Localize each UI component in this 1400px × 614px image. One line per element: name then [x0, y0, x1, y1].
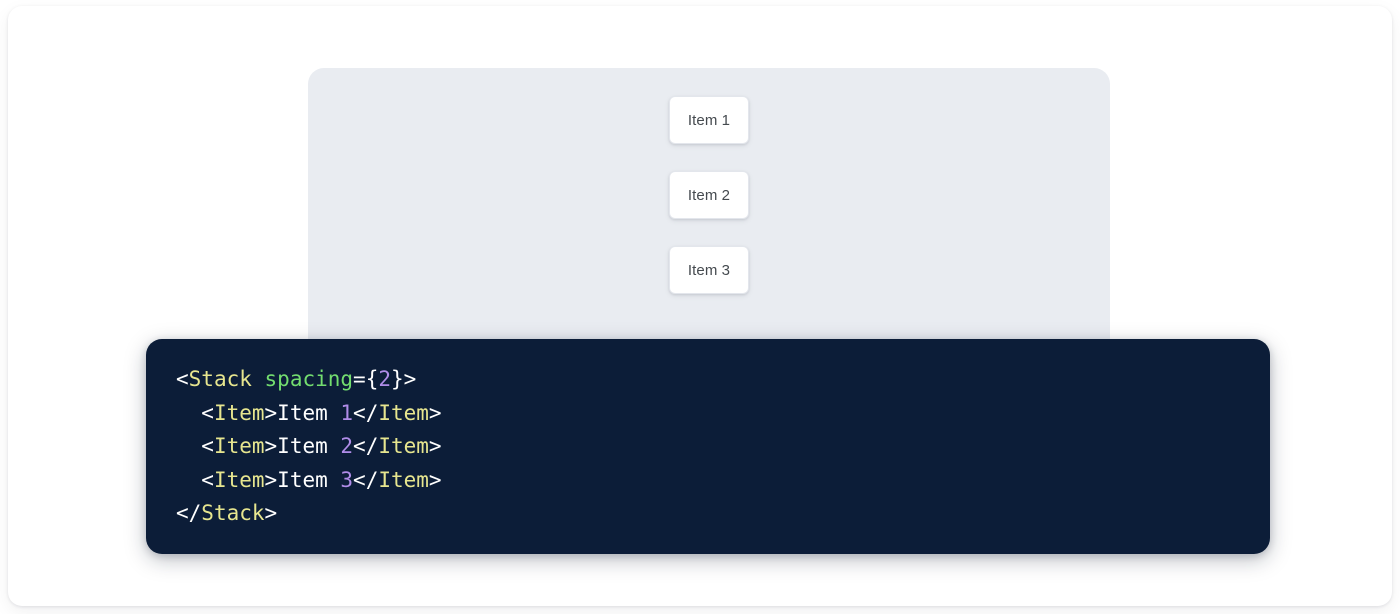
code-token-tag: Stack [201, 501, 265, 526]
code-token-text: Item [277, 400, 341, 425]
code-token-tag: Item [378, 400, 429, 425]
code-line: <Item>Item 2</Item> [176, 430, 1270, 464]
code-token-text: Item [277, 467, 341, 492]
code-token-punc: </ [176, 501, 202, 526]
code-token-num: 3 [340, 467, 354, 492]
code-token-num: 2 [340, 434, 354, 459]
stack-item[interactable]: Item 2 [669, 171, 749, 219]
stack-item-label: Item 3 [687, 261, 731, 279]
code-token-punc: < [176, 400, 214, 425]
code-token-punc: </ [353, 434, 379, 459]
code-token-tag: Item [378, 467, 429, 492]
code-line: <Item>Item 1</Item> [176, 397, 1270, 431]
code-block[interactable]: <Stack spacing={2}> <Item>Item 1</Item> … [176, 363, 1270, 531]
code-token-tag: Stack [188, 367, 252, 391]
code-token-punc: > [264, 501, 278, 526]
code-token-num: 1 [340, 400, 354, 425]
code-token-tag: Item [213, 434, 265, 459]
code-token-punc: </ [353, 467, 379, 492]
code-token-punc: ={ [353, 367, 379, 391]
code-line: <Stack spacing={2}> [176, 363, 1270, 397]
code-token-punc: </ [353, 400, 379, 425]
code-token-punc: > [428, 400, 442, 425]
stack-container: Item 1 Item 2 Item 3 [669, 96, 749, 294]
code-token-tag: Item [213, 400, 265, 425]
code-token-punc: > [428, 434, 442, 459]
code-token-punc: < [176, 434, 214, 459]
code-token-punc: < [176, 367, 189, 391]
code-token-text: Item [277, 434, 341, 459]
code-token-attr: spacing [264, 367, 354, 391]
stack-item-label: Item 2 [687, 186, 731, 204]
stack-item[interactable]: Item 3 [669, 246, 749, 294]
code-token-tag: Item [378, 434, 429, 459]
stack-item[interactable]: Item 1 [669, 96, 749, 144]
stack-item-label: Item 1 [687, 111, 731, 129]
code-token-punc: > [264, 400, 278, 425]
code-snippet-panel[interactable]: <Stack spacing={2}> <Item>Item 1</Item> … [146, 339, 1270, 554]
code-token-num: 2 [378, 367, 391, 391]
code-token-tag: Item [213, 467, 265, 492]
code-token-punc: > [264, 434, 278, 459]
code-token-punc [252, 367, 265, 391]
component-preview-panel: Item 1 Item 2 Item 3 [308, 68, 1110, 358]
code-token-punc: < [176, 467, 214, 492]
code-token-punc: > [264, 467, 278, 492]
code-token-punc: }> [391, 367, 417, 391]
code-line: </Stack> [176, 497, 1270, 531]
code-token-punc: > [428, 467, 442, 492]
code-line: <Item>Item 3</Item> [176, 464, 1270, 498]
